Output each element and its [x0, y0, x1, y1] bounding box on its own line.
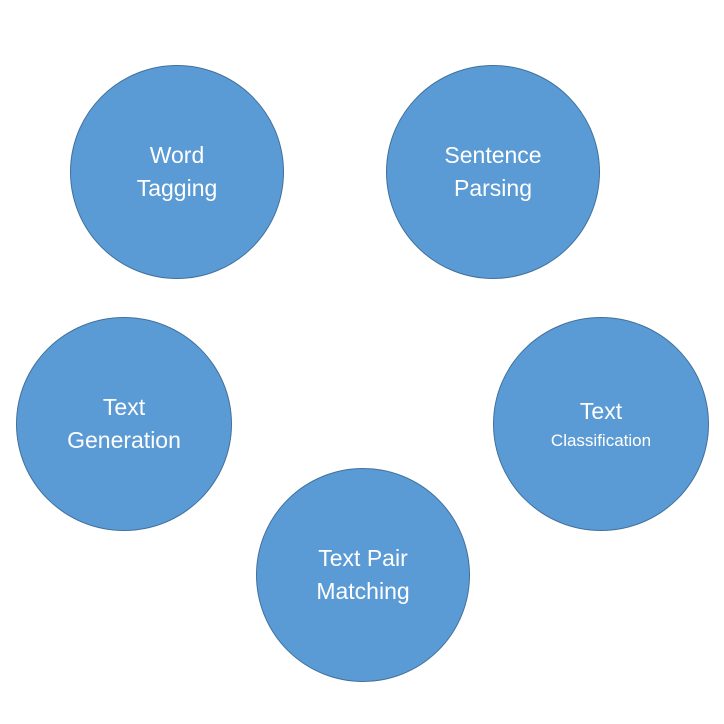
node-label-line: Sentence	[444, 142, 542, 168]
node-label-line: Text Pair	[318, 545, 408, 571]
node-label-line: Parsing	[454, 175, 532, 201]
node-label-line: Word	[149, 142, 205, 168]
node-label-line: Text	[579, 397, 623, 424]
text-classification-circle: Text Classification	[493, 317, 709, 531]
node-label-line: Tagging	[136, 175, 218, 201]
node-label-line: Classification	[550, 430, 652, 450]
text-generation-circle: Text Generation	[16, 317, 232, 531]
word-tagging-circle: Word Tagging	[70, 65, 284, 279]
text-pair-matching-circle: Text Pair Matching	[256, 468, 470, 682]
node-label-line: Text	[102, 394, 146, 420]
sentence-parsing-circle: Sentence Parsing	[386, 65, 600, 279]
node-label-line: Matching	[316, 578, 410, 604]
node-label-line: Generation	[67, 427, 181, 453]
